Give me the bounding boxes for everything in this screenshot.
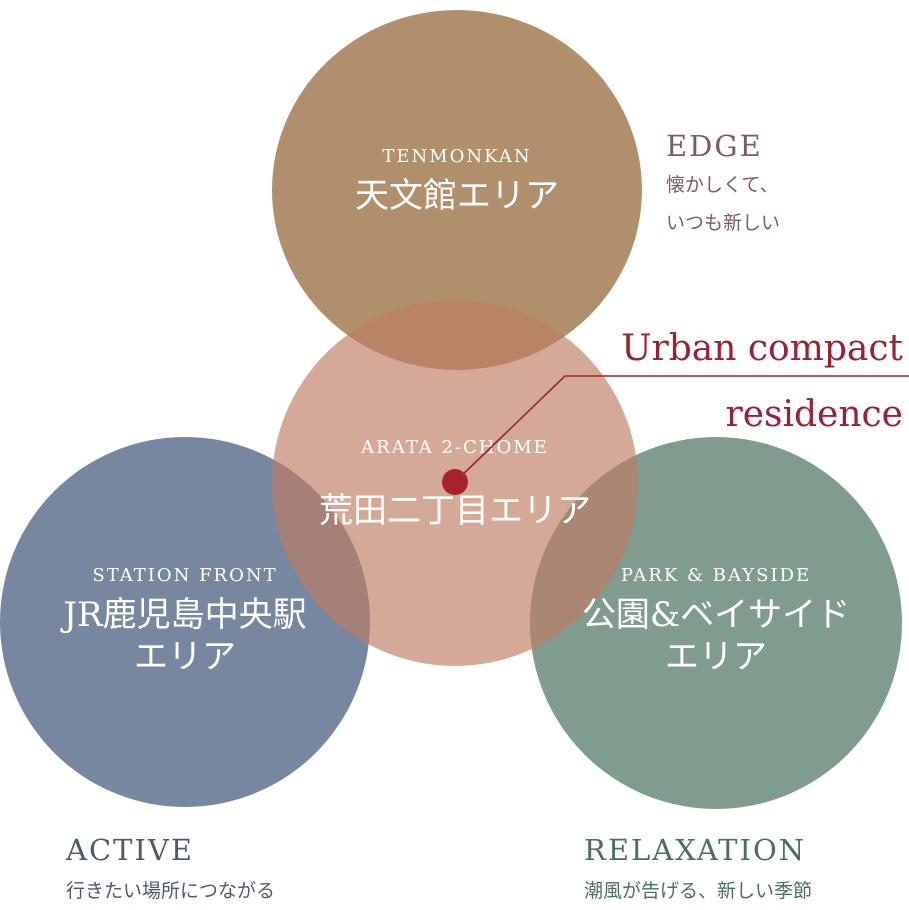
park-bayside-jp-label-line1: 公園&ベイサイド [581,595,851,635]
active-theme: ACTIVE 行きたい場所につながる [66,832,275,908]
relaxation-title: RELAXATION [584,833,807,867]
relaxation-subtitle: 潮風が告げる、新しい季節 [584,880,813,902]
edge-title: EDGE [666,129,763,163]
edge-theme: EDGE 懐かしくて、 いつも新しい [666,128,780,240]
station-front-jp-label-line1: JR鹿児島中央駅 [63,595,307,635]
active-subtitle: 行きたい場所につながる [66,880,276,902]
tenmonkan-en-label: TENMONKAN [382,146,532,167]
tenmonkan-jp-label: 天文館エリア [355,176,559,216]
edge-subtitle-line1: 懐かしくて、 [666,174,779,196]
station-front-en-label: STATION FRONT [92,565,278,586]
station-front-jp-label-line2: エリア [134,637,236,677]
urban-compact-callout: Urban compact residence [621,316,903,448]
station-front-label: STATION FRONT JR鹿児島中央駅 エリア [20,564,350,678]
relaxation-theme: RELAXATION 潮風が告げる、新しい季節 [584,832,812,908]
park-bayside-jp-label-line2: エリア [665,637,767,677]
park-bayside-label: PARK & BAYSIDE 公園&ベイサイド エリア [548,564,884,678]
arata-jp-label: 荒田二丁目エリア [319,491,591,531]
edge-subtitle-line2: いつも新しい [666,212,781,234]
tenmonkan-label: TENMONKAN 天文館エリア [310,145,604,217]
arata-en-label: ARATA 2-CHOME [361,437,549,458]
arata-label: ARATA 2-CHOME 荒田二丁目エリア [290,436,620,532]
active-title: ACTIVE [66,833,195,867]
park-bayside-en-label: PARK & BAYSIDE [620,565,812,586]
callout-line2: residence [725,394,903,435]
callout-line1: Urban compact [621,328,903,369]
